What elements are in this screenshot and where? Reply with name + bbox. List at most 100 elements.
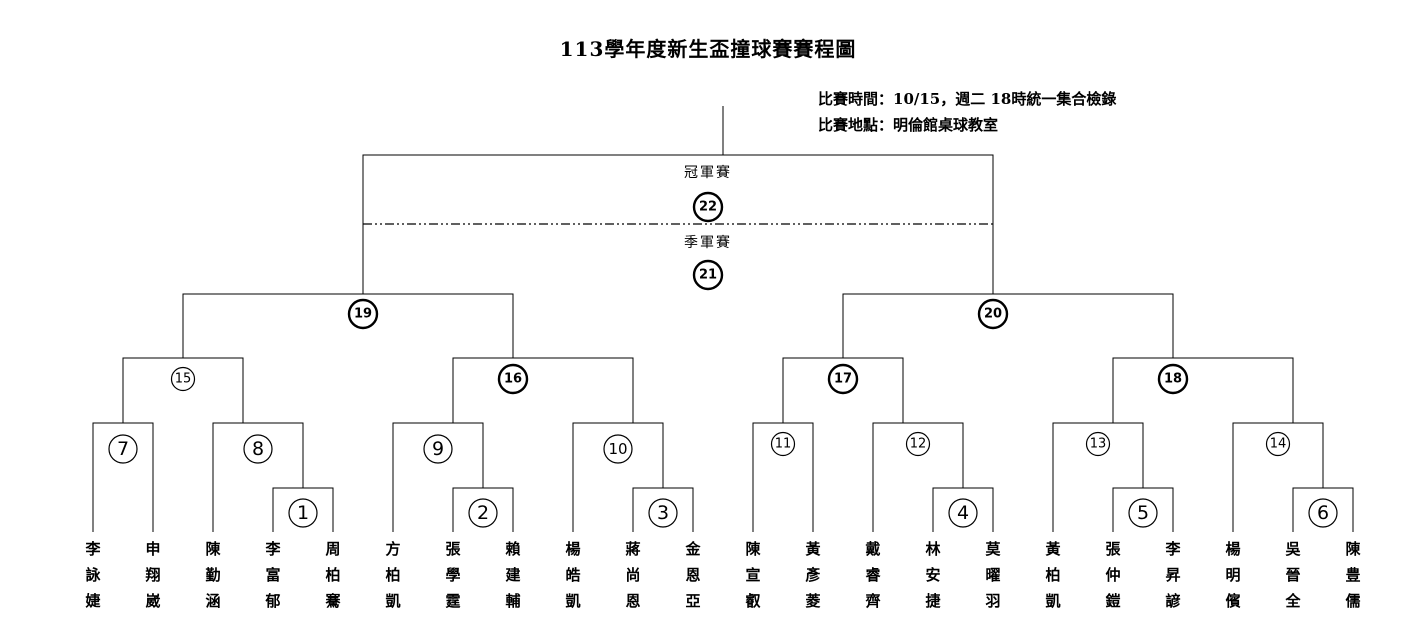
match-15-circle (170, 366, 196, 392)
player-name: 金恩亞 (685, 540, 701, 610)
match-21-marker: 21 (692, 259, 724, 291)
match-2-circle (468, 498, 498, 528)
bracket-match-8 (212, 422, 304, 532)
match-6-number: 6 (1317, 502, 1329, 524)
match-4-circle (948, 498, 978, 528)
match-17-circle (827, 363, 859, 395)
match-2-marker: 2 (468, 498, 498, 528)
player-name: 黃彥菱 (805, 540, 821, 610)
bracket-match-9 (392, 422, 484, 532)
bracket-match-13 (1052, 422, 1144, 532)
bracket-match-19 (182, 293, 514, 358)
match-11-circle (770, 431, 796, 457)
match-9-marker: 9 (423, 434, 453, 464)
match-22-number: 22 (699, 200, 717, 215)
match-5-circle (1128, 498, 1158, 528)
match-17-marker: 17 (827, 363, 859, 395)
match-18-circle (1157, 363, 1189, 395)
match-10-number: 10 (608, 440, 627, 458)
match-16-marker: 16 (497, 363, 529, 395)
match-18-number: 18 (1164, 372, 1182, 387)
player-name: 蔣尚恩 (625, 540, 641, 610)
match-21-number: 21 (699, 268, 717, 283)
match-13-number: 13 (1090, 437, 1107, 452)
match-4-number: 4 (957, 502, 969, 524)
match-14-number: 14 (1270, 437, 1287, 452)
bracket-lines (92, 106, 1354, 532)
player-name: 方柏凱 (385, 540, 401, 610)
match-10-circle (603, 434, 633, 464)
match-20-number: 20 (984, 307, 1002, 322)
match-13-marker: 13 (1085, 431, 1111, 457)
match-6-marker: 6 (1308, 498, 1338, 528)
match-7-marker: 7 (108, 434, 138, 464)
match-6-circle (1308, 498, 1338, 528)
player-name: 莫曜羽 (985, 540, 1001, 610)
page-title: 113學年度新生盃撞球賽賽程圖 (559, 37, 857, 61)
player-name: 陳豊儒 (1345, 540, 1361, 610)
match-22-marker: 22 (692, 191, 724, 223)
match-8-marker: 8 (243, 434, 273, 464)
match-22-circle (692, 191, 724, 223)
match-21-circle (692, 259, 724, 291)
match-12-marker: 12 (905, 431, 931, 457)
match-8-circle (243, 434, 273, 464)
match-14-circle (1265, 431, 1291, 457)
match-18-marker: 18 (1157, 363, 1189, 395)
player-name: 李昇諺 (1165, 540, 1181, 610)
match-1-marker: 1 (288, 498, 318, 528)
match-7-number: 7 (117, 438, 129, 460)
bracket-match-12 (872, 422, 964, 532)
match-20-marker: 20 (977, 298, 1009, 330)
bracket-match-10 (572, 422, 664, 532)
match-20-circle (977, 298, 1009, 330)
bracket-match-14 (1232, 422, 1324, 532)
match-venue: 比賽地點：明倫館桌球教室 (818, 116, 999, 134)
match-3-number: 3 (657, 502, 669, 524)
player-name: 張學霆 (445, 540, 461, 610)
match-1-number: 1 (297, 502, 309, 524)
match-3-circle (648, 498, 678, 528)
match-11-number: 11 (775, 437, 792, 452)
player-name: 陳宣叡 (745, 540, 761, 610)
player-name: 戴睿齊 (865, 540, 881, 610)
match-19-number: 19 (354, 307, 372, 322)
player-name: 賴建輔 (505, 540, 521, 610)
match-10-marker: 10 (603, 434, 633, 464)
match-5-marker: 5 (1128, 498, 1158, 528)
match-5-number: 5 (1137, 502, 1149, 524)
championship-label: 冠軍賽 (684, 165, 732, 181)
player-name: 申翔崴 (145, 540, 161, 610)
player-name: 張仲鎧 (1105, 540, 1121, 610)
bracket-match-20 (842, 293, 1174, 358)
match-1-circle (288, 498, 318, 528)
player-name: 楊明儐 (1225, 540, 1241, 610)
match-13-circle (1085, 431, 1111, 457)
player-name: 陳勤涵 (205, 540, 221, 610)
match-15-number: 15 (175, 372, 192, 387)
match-3-marker: 3 (648, 498, 678, 528)
match-16-circle (497, 363, 529, 395)
match-9-circle (423, 434, 453, 464)
match-12-circle (905, 431, 931, 457)
match-16-number: 16 (504, 372, 522, 387)
match-11-marker: 11 (770, 431, 796, 457)
player-name: 李富郁 (265, 540, 281, 610)
player-name: 楊皓凱 (565, 540, 581, 610)
match-14-marker: 14 (1265, 431, 1291, 457)
player-name: 李詠婕 (85, 540, 101, 610)
player-name: 周柏騫 (325, 540, 341, 610)
third-place-label: 季軍賽 (684, 235, 732, 251)
bracket-match-18 (1112, 357, 1294, 423)
match-2-number: 2 (477, 502, 489, 524)
player-name: 黃柏凱 (1045, 540, 1061, 610)
match-15-marker: 15 (170, 366, 196, 392)
match-17-number: 17 (834, 372, 852, 387)
match-time: 比賽時間：10/15，週二 18時統一集合檢錄 (818, 90, 1117, 108)
match-19-marker: 19 (347, 298, 379, 330)
match-12-number: 12 (910, 437, 927, 452)
match-19-circle (347, 298, 379, 330)
match-9-number: 9 (432, 438, 444, 460)
